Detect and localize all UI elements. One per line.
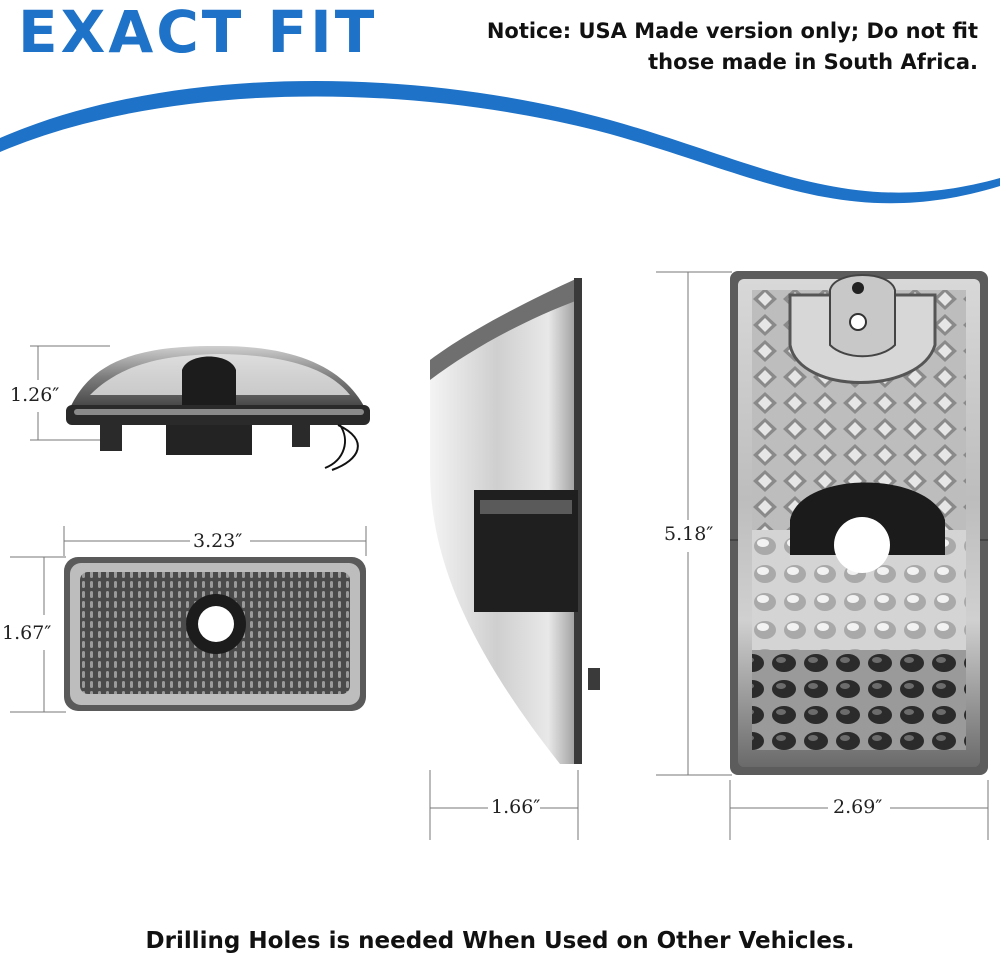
top-length-label: 5.18″ (664, 523, 714, 545)
notice-line-1: Notice: USA Made version only; Do not fi… (486, 19, 978, 43)
profile-view-light (429, 278, 600, 840)
front-height-label: 1.67″ (2, 622, 52, 644)
notice-text: Notice: USA Made version only; Do not fi… (418, 16, 978, 78)
exact-fit-title: EXACT FIT (18, 0, 378, 66)
notice-line-2: those made in South Africa. (648, 50, 978, 74)
profile-depth-label: 1.66″ (491, 796, 541, 818)
top-width-label: 2.69″ (833, 796, 883, 818)
side-view-light (30, 345, 370, 471)
footer-note: Drilling Holes is needed When Used on Ot… (145, 928, 855, 954)
front-width-label: 3.23″ (193, 530, 243, 552)
side-height-label: 1.26″ (10, 384, 60, 406)
blue-swoosh (0, 80, 1000, 204)
top-view-light (656, 271, 989, 840)
front-view-light (10, 526, 367, 713)
